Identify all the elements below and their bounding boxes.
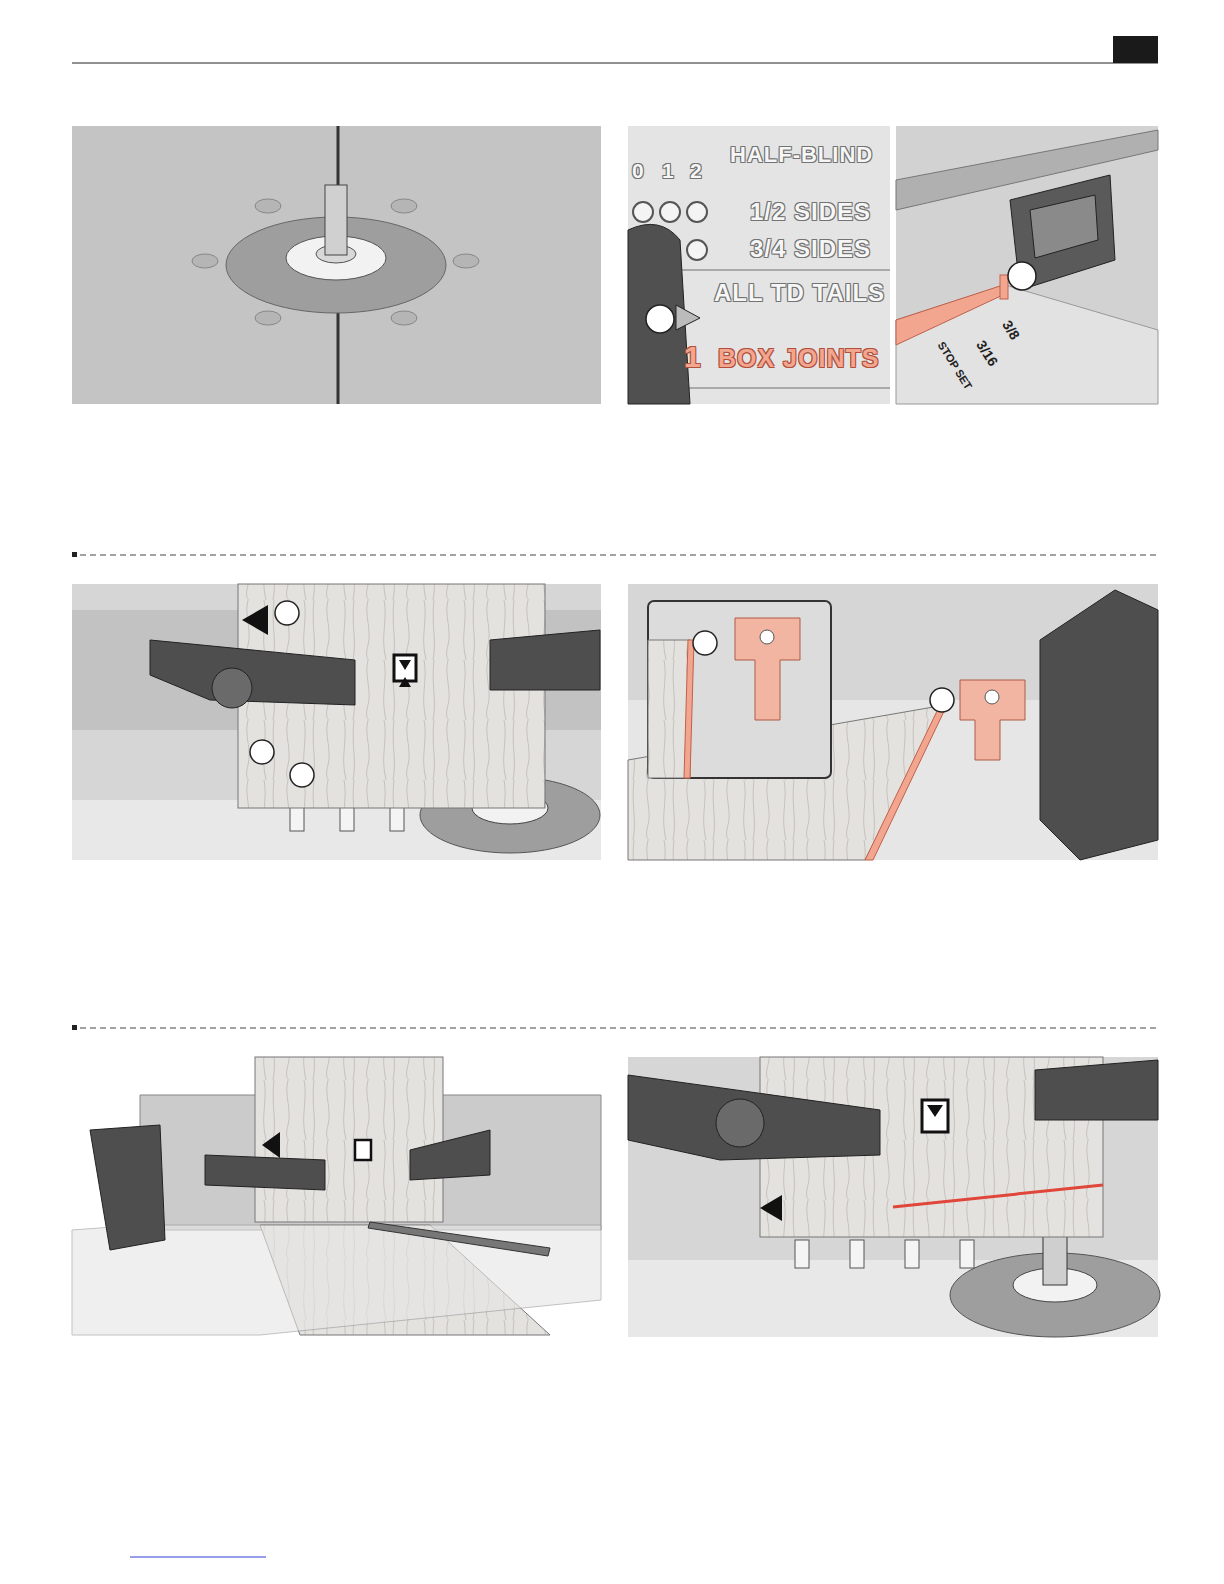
scale-label: 1/2 SIDES <box>750 200 871 224</box>
scale-number: 0 <box>632 160 645 181</box>
scale-label: ALL TD TAILS <box>714 281 885 305</box>
stop-setting: 3/16 <box>974 338 1000 369</box>
scale-number: 1 <box>684 342 702 372</box>
scale-label: 3/4 SIDES <box>750 237 871 261</box>
scale-number: 1 <box>662 160 675 181</box>
scale-number: 2 <box>690 160 703 181</box>
stop-label: STOP SET <box>936 340 974 392</box>
scale-label: BOX JOINTS <box>718 346 879 371</box>
stop-setting: 3/8 <box>1000 318 1022 342</box>
scale-heading: HALF-BLIND <box>730 144 873 166</box>
